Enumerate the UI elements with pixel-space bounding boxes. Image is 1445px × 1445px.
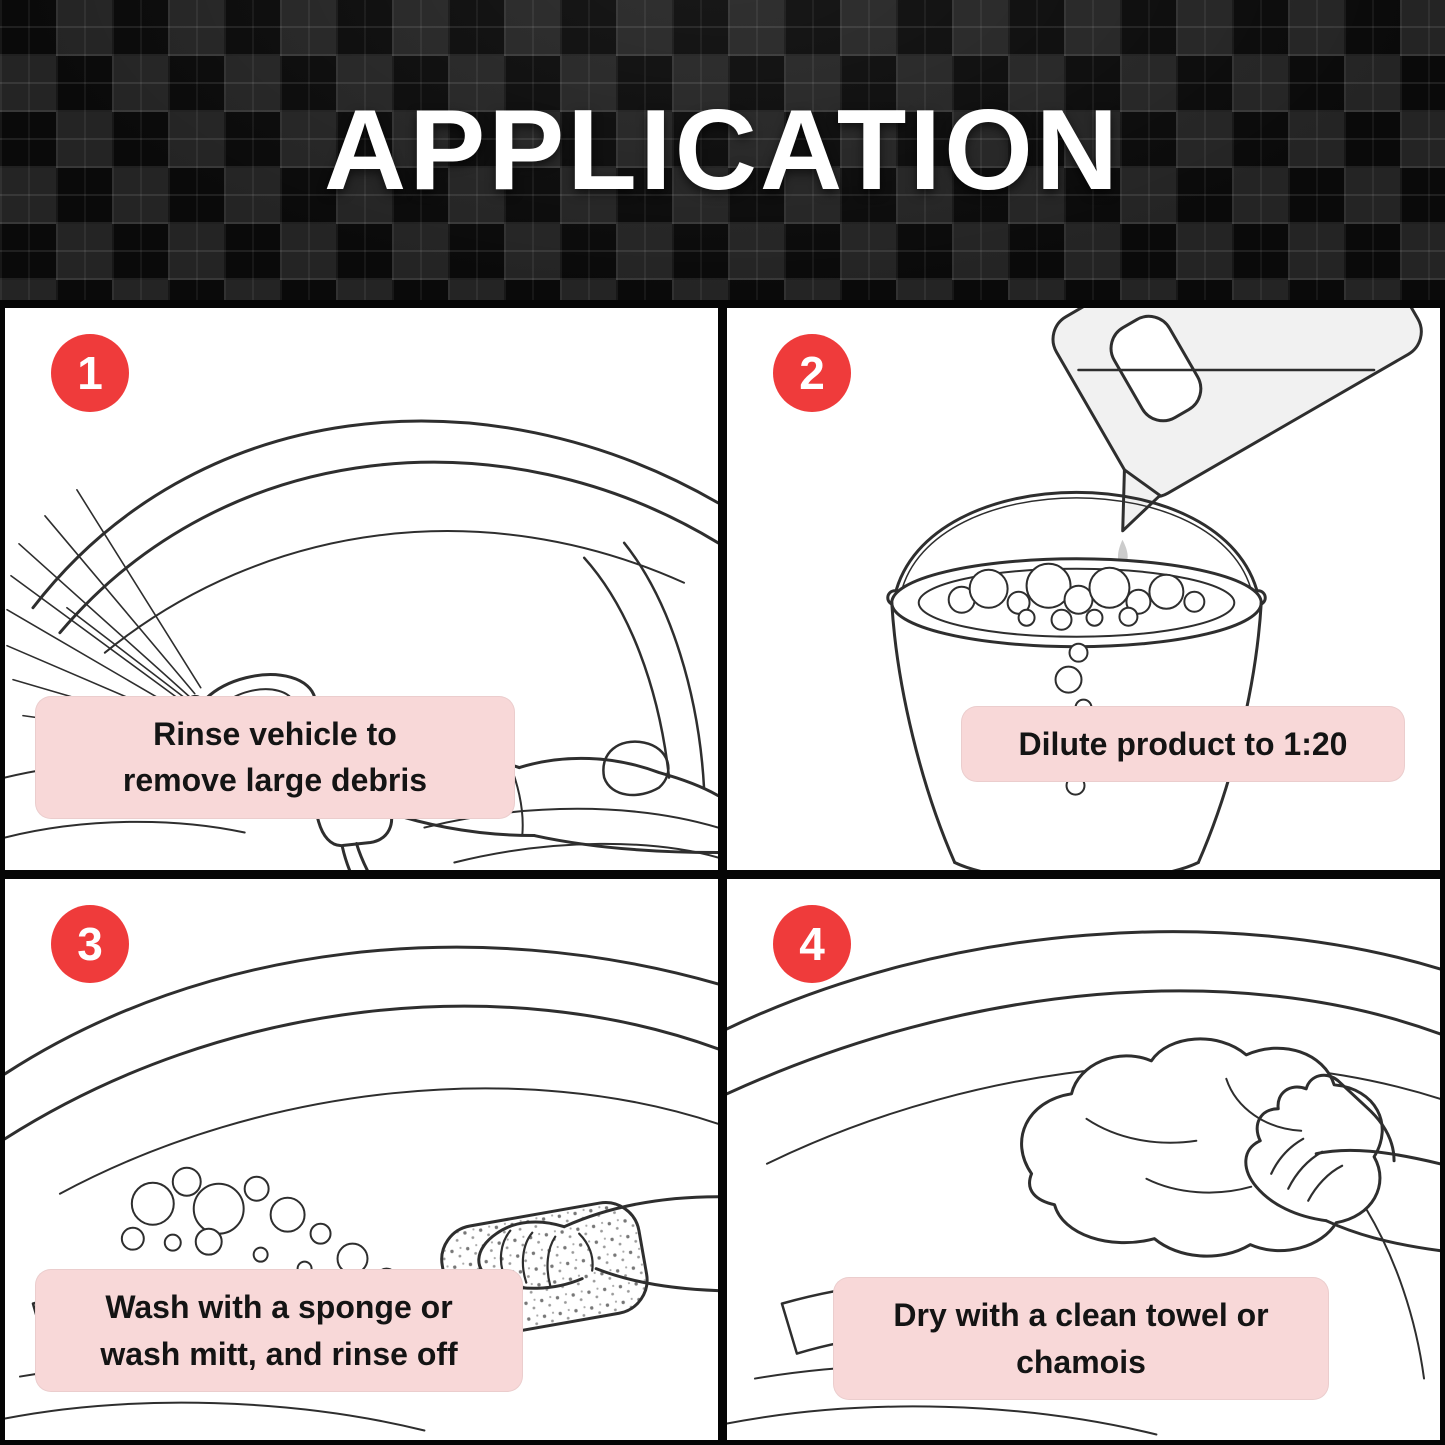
- step-number-badge: 1: [51, 334, 129, 412]
- step-caption: Wash with a sponge or wash mitt, and rin…: [35, 1269, 523, 1392]
- towel-drying-hood-illustration: [727, 929, 1440, 1436]
- step-panel-1: 1 Rinse vehicle to remove large debris: [5, 308, 718, 870]
- caption-line: remove large debris: [122, 762, 428, 799]
- caption-line: Dilute product to 1:20: [1018, 726, 1348, 762]
- step-panel-4: 4 Dry with a clean towel or chamois: [727, 878, 1440, 1440]
- step-caption: Rinse vehicle to remove large debris: [35, 696, 515, 819]
- caption-line: Dry with a clean towel or: [893, 1297, 1269, 1334]
- step-number-badge: 3: [51, 904, 129, 983]
- caption-line: Rinse vehicle to: [153, 716, 397, 752]
- step-caption: Dilute product to 1:20: [961, 706, 1405, 783]
- step-panel-3: 3 Wash with a sponge or wash mitt, and r…: [5, 878, 718, 1440]
- caption-line: wash mitt, and rinse off: [100, 1335, 458, 1372]
- caption-line: Wash with a sponge or: [105, 1289, 453, 1326]
- header-banner: APPLICATION: [0, 0, 1445, 300]
- step-number-badge: 4: [773, 904, 851, 983]
- caption-line: chamois: [1016, 1343, 1146, 1380]
- step-caption: Dry with a clean towel or chamois: [833, 1277, 1329, 1400]
- page-title: APPLICATION: [323, 86, 1122, 214]
- steps-grid: 1 Rinse vehicle to remove large debris: [0, 300, 1445, 1445]
- step-number-badge: 2: [773, 334, 851, 412]
- jug-pouring-into-bucket-illustration: [886, 308, 1423, 870]
- step-panel-2: 2 Dilute product to 1:20: [727, 308, 1440, 870]
